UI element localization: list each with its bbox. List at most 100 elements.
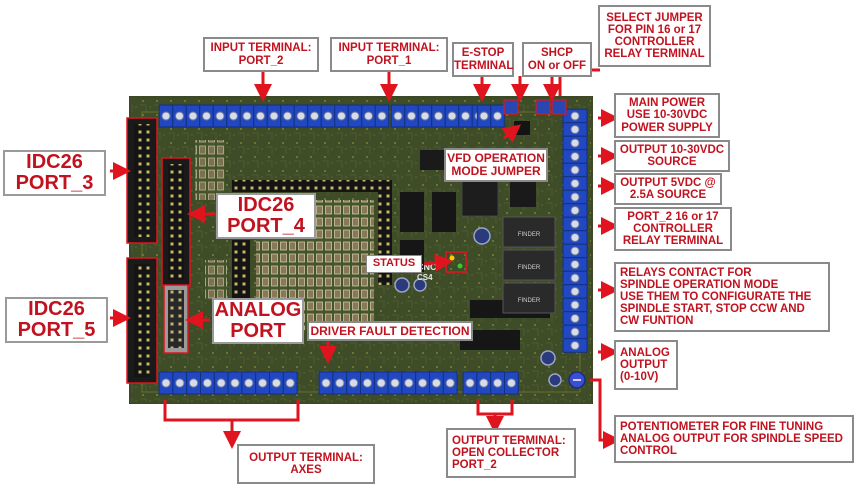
label-shcp: SHCP ON or OFF [522,42,592,77]
terminal-screw [335,378,345,388]
label-line: ANALOG [214,299,302,321]
terminal-screw [309,111,320,121]
label-line: PORT_4 [227,215,305,237]
svg-text:FINDER: FINDER [518,265,541,271]
label-line: PORT_2 16 or 17 [627,210,719,223]
label-line: PORT_3 [15,172,94,194]
label-input-terminal-port2: INPUT TERMINAL: PORT_2 [203,37,319,72]
label-line: OUTPUT TERMINAL: [249,451,363,464]
label-line: IDC26 [237,194,295,216]
label-output-terminal-open-collector: OUTPUT TERMINAL: OPEN COLLECTOR PORT_2 [446,428,576,478]
terminal-screw [282,111,293,121]
label-line: IDC26 [26,151,83,173]
terminal-screw [570,205,580,216]
label-line: RELAY TERMINAL [604,48,705,61]
terminal-screw [417,378,428,388]
label-idc26-port4: IDC26 PORT_4 [216,193,316,239]
label-line: 2.5A SOURCE [629,189,707,201]
top-terminal-blocks [158,104,505,128]
svg-text:FINDER: FINDER [518,232,541,238]
terminal-screw [479,111,489,121]
label-line: PORT_2 [238,54,284,67]
label-line: OUTPUT 5VDC @ [620,176,716,189]
label-line: E-STOP [461,47,505,60]
terminal-screw [570,259,580,270]
terminal-screw [257,378,268,388]
board-brand-text: CNC [417,262,437,272]
label-output-source: OUTPUT 10-30VDC SOURCE [614,140,730,172]
label-select-jumper: SELECT JUMPER FOR PIN 16 or 17 CONTROLLE… [598,5,711,67]
label-line: DRIVER FAULT DETECTION [310,323,470,338]
terminal-screw [393,111,403,121]
vfd-jumper [514,121,530,135]
terminal-screw [570,300,580,310]
terminal-screw [242,111,252,121]
terminal-screw [350,111,360,121]
label-line: CONTROLLER [614,36,695,48]
label-line: RELAY TERMINAL [622,235,724,248]
terminal-screw [216,378,226,388]
label-driver-fault-detection: DRIVER FAULT DETECTION [307,321,473,341]
terminal-screw [445,378,455,388]
label-estop-terminal: E-STOP TERMINAL [452,42,514,77]
terminal-screw [570,340,580,351]
terminal-screw [390,378,400,388]
label-input-terminal-port1: INPUT TERMINAL: PORT_1 [330,37,448,72]
label-line: OUTPUT TERMINAL: [452,434,566,447]
terminal-screw [570,178,580,189]
terminal-screw [202,378,213,388]
potentiometer [568,371,586,389]
terminal-screw [377,111,387,121]
label-line: POWER SUPPLY [621,121,713,134]
label-line: ANALOG [620,346,670,359]
terminal-screw [404,378,414,388]
terminal-screw [420,111,430,121]
label-line: PORT [230,320,286,342]
terminal-screw [570,138,580,148]
label-line: VFD OPERATION [447,151,545,166]
terminal-screw [271,378,282,388]
terminal-screw [175,378,185,388]
terminal-screw [215,111,225,121]
terminal-screw [570,124,580,135]
idc26-port5-header [126,257,158,384]
label-analog-port: ANALOG PORT [212,298,304,344]
label-relays-contact: RELAYS CONTACT FOR SPINDLE OPERATION MOD… [614,262,830,332]
label-line: CW FUNTION [620,315,694,328]
analog-port-header [163,284,189,354]
label-vfd-operation-jumper: VFD OPERATION MODE JUMPER [444,148,548,182]
label-line: POTENTIOMETER FOR FINE TUNING [620,420,824,433]
terminal-screw [363,111,374,121]
label-line: PORT_2 [452,459,497,472]
label-idc26-port3: IDC26 PORT_3 [3,150,106,196]
terminal-screw [431,378,442,388]
label-line: OUTPUT 10-30VDC [619,143,725,156]
label-idc26-port5: IDC26 PORT_5 [5,297,108,343]
label-line: IDC26 [28,298,85,320]
right-terminal-blocks [562,108,588,353]
terminal-screw [570,327,580,337]
terminal-screw [296,111,306,121]
label-line: OPEN COLLECTOR [452,446,560,459]
svg-text:FINDER: FINDER [518,298,541,304]
terminal-screw [465,378,475,388]
terminal-screw [570,192,580,202]
terminal-screw [188,378,199,388]
idc26-port4-header [161,157,191,287]
label-line: INPUT TERMINAL: [210,42,312,55]
label-line: USE 10-30VDC [626,109,708,122]
label-line: SELECT JUMPER [606,11,703,24]
capacitors [394,227,562,387]
terminal-screw [230,378,240,388]
relays: FINDER FINDER FINDER [502,216,556,314]
terminal-screw [570,246,580,256]
label-analog-output: ANALOG OUTPUT (0-10V) [614,340,678,390]
label-line: MODE JUMPER [451,164,541,178]
terminal-screw [161,111,171,121]
terminal-screw [244,378,254,388]
terminal-screw [447,111,457,121]
label-line: TERMINAL [454,59,514,72]
label-output-terminal-axes: OUTPUT TERMINAL: AXES [237,444,375,484]
terminal-screw [321,378,331,388]
terminal-screw [492,378,503,388]
